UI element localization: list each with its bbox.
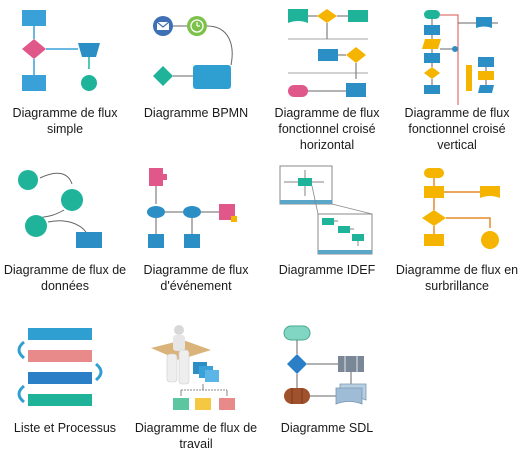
- template-horizontal-cross-functional-flowchart[interactable]: Diagramme de flux fonctionnel croisé hor…: [262, 5, 392, 155]
- data-flow-diagram-icon: [0, 162, 130, 262]
- list-process-icon: [0, 320, 130, 420]
- template-idef-diagram[interactable]: Diagramme IDEF: [262, 162, 392, 277]
- simple-flowchart-icon: [0, 5, 130, 105]
- template-bpmn-diagram[interactable]: Diagramme BPMN: [131, 5, 261, 135]
- highlight-flowchart-icon: [392, 162, 522, 262]
- template-label: Diagramme SDL: [280, 421, 374, 435]
- idef-diagram-icon: [262, 162, 392, 262]
- horizontal-cross-functional-flowchart-icon: [262, 5, 392, 105]
- event-flowchart-icon: [131, 162, 261, 262]
- sdl-diagram-icon: [262, 320, 392, 420]
- template-label: Diagramme BPMN: [143, 106, 249, 120]
- template-label: Diagramme de flux simple: [12, 106, 118, 136]
- template-list-process[interactable]: Liste et Processus: [0, 320, 130, 440]
- vertical-cross-functional-flowchart-icon: [392, 5, 522, 105]
- template-label: Diagramme de flux fonctionnel croisé ver…: [404, 106, 510, 152]
- template-event-flowchart[interactable]: Diagramme de flux d'événement: [131, 162, 261, 293]
- template-label: Diagramme de flux de données: [3, 263, 127, 293]
- template-label: Diagramme IDEF: [278, 263, 376, 277]
- template-vertical-cross-functional-flowchart[interactable]: Diagramme de flux fonctionnel croisé ver…: [392, 5, 522, 155]
- bpmn-diagram-icon: [131, 5, 261, 105]
- template-label: Diagramme de flux d'événement: [143, 263, 249, 293]
- template-highlight-flowchart[interactable]: Diagramme de flux en surbrillance: [392, 162, 522, 293]
- template-label: Diagramme de flux fonctionnel croisé hor…: [274, 106, 380, 152]
- workflow-diagram-icon: [131, 320, 261, 420]
- template-data-flow-diagram[interactable]: Diagramme de flux de données: [0, 162, 130, 293]
- template-label: Diagramme de flux de travail: [134, 421, 258, 451]
- template-workflow-diagram[interactable]: Diagramme de flux de travail: [131, 320, 261, 455]
- template-simple-flowchart[interactable]: Diagramme de flux simple: [0, 5, 130, 136]
- template-label: Diagramme de flux en surbrillance: [395, 263, 519, 293]
- template-label: Liste et Processus: [13, 421, 117, 435]
- template-sdl-diagram[interactable]: Diagramme SDL: [262, 320, 392, 440]
